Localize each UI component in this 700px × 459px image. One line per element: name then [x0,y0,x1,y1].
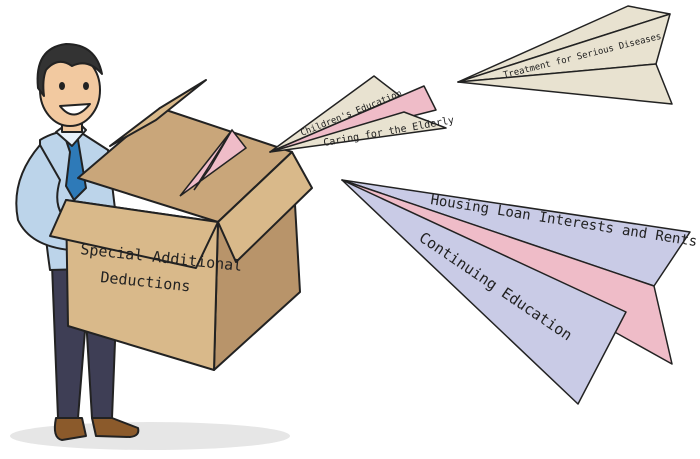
plane-housing-education: Housing Loan Interests and Rents Continu… [341,179,698,405]
hair [36,43,103,97]
tie [65,139,87,201]
left-shoe [53,417,87,441]
right-shoe [91,417,140,438]
cardboard-box: Special Additional Deductions [49,79,313,371]
smile [59,103,91,116]
pink-plane-in-box [179,128,248,197]
left-arm [15,144,153,251]
box-right-flap [217,151,313,263]
left-eye [59,82,65,90]
right-eye [83,82,89,90]
plane-serious-lower [457,63,673,105]
plane-education-wing [341,179,627,405]
plane-elderly-wing [269,111,447,153]
box-back-flap [109,79,207,147]
ground-shadow [10,422,290,450]
plane-children-elderly: Children's Education Caring for the Elde… [269,75,455,153]
plane-serious-diseases: Treatment for Serious Diseases [457,5,673,105]
box-left-flap [49,199,219,269]
